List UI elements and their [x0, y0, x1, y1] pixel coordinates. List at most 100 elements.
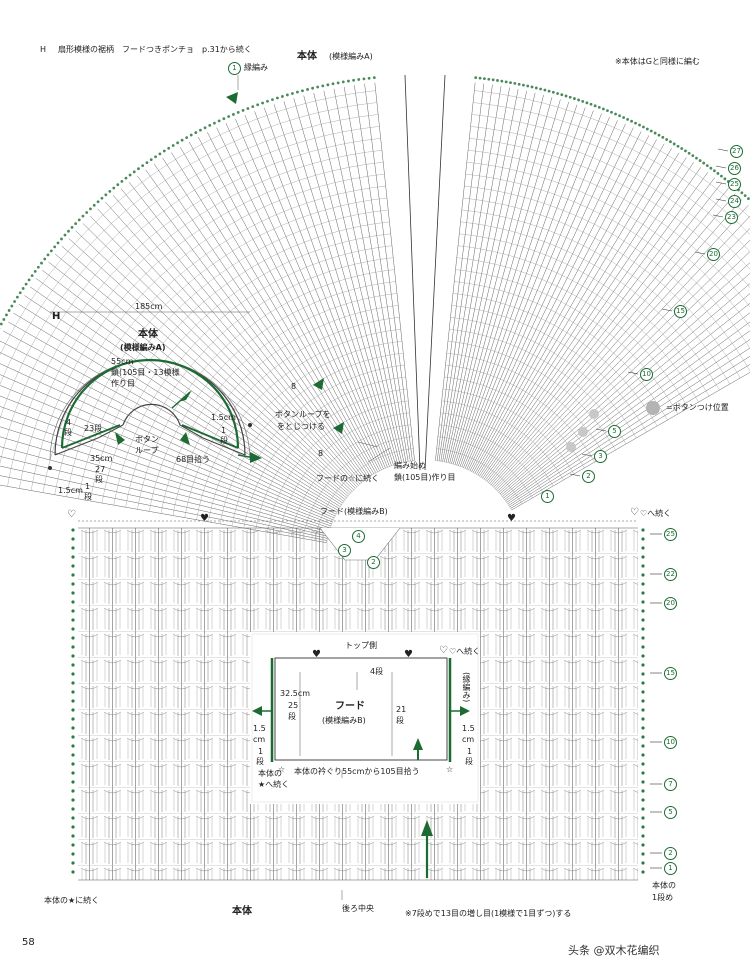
button-loop-2: ループ	[135, 446, 159, 455]
dim-15r: 1.5	[462, 724, 475, 733]
hood-row-25: 25	[664, 528, 677, 541]
bottom-label: 本体	[232, 906, 252, 917]
hood-row-5: 5	[664, 806, 677, 819]
header-title: 扇形模様の裾柄 フードつきポンチョ p.31から続く	[58, 45, 252, 54]
schematic-chain2: 作り目	[111, 379, 135, 388]
hood-note: ※7段めで13目の増し目(1模様で1目ずつ)する	[405, 909, 572, 918]
schematic-4: 4	[66, 418, 72, 427]
row-marker-25: 25	[728, 178, 741, 191]
fan-chart	[0, 74, 750, 543]
row-marker-1: 1	[541, 490, 554, 503]
num-8-b: 8	[318, 449, 324, 458]
row-marker-27: 27	[730, 145, 743, 158]
inner-heart-l: ♥	[312, 649, 321, 660]
button-loop-1: ボタン	[135, 435, 159, 444]
pick-label: 本体の衿ぐり55cmから105目拾う	[294, 767, 420, 776]
hood-row-1: 1	[664, 862, 677, 875]
body-label: 本体	[297, 51, 317, 62]
edge-label-vertical: (縁編み)	[462, 672, 471, 703]
row-marker-5: 5	[608, 425, 621, 438]
heart-right: ♥	[507, 513, 516, 524]
button-legend: =ボタンつけ位置	[666, 403, 729, 412]
row-marker-15: 15	[674, 305, 687, 318]
row-marker-20: 20	[707, 248, 720, 261]
schematic-pattern: (模様編みA)	[120, 343, 166, 352]
dim-15l: 1.5	[253, 724, 266, 733]
schematic-1a: 1	[85, 482, 91, 491]
page-number: 58	[22, 937, 35, 948]
schematic-55: 55cm	[111, 357, 134, 366]
hood-continue: ♡へ続く	[640, 509, 672, 518]
schematic-title: 本体	[138, 329, 158, 340]
watermark: 头条 @双木花编织	[568, 944, 660, 957]
start-label-1: 編み始め	[394, 461, 426, 470]
heart-outline-right: ♡	[630, 507, 639, 518]
row-marker-10: 10	[640, 368, 653, 381]
button-positions	[566, 401, 660, 452]
heart-left: ♥	[200, 513, 209, 524]
hood-row-2: 2	[664, 847, 677, 860]
schematic-35: 35cm	[90, 454, 113, 463]
dim-25: 25	[288, 701, 299, 710]
dim-15l-1: 1	[258, 747, 264, 756]
schematic-width: 185cm	[135, 302, 163, 311]
body-star2: ★へ続く	[258, 780, 290, 789]
inner-continue: ♡へ続く	[449, 647, 481, 656]
schematic-1ab: 段	[84, 492, 92, 501]
schematic-15b: 1.5cm	[211, 413, 236, 422]
heart-outline-left: ♡	[67, 509, 76, 520]
inner-heart-r: ♥	[404, 649, 413, 660]
dim-15l-cm: cm	[253, 735, 266, 744]
hood-marker-4: 4	[352, 530, 365, 543]
edge-label: 縁編み	[244, 63, 268, 72]
dim-25b: 段	[288, 712, 296, 721]
body-pattern: (模様編みA)	[329, 52, 373, 61]
row-marker-24: 24	[728, 195, 741, 208]
schematic-letter: H	[52, 311, 61, 322]
header-letter: H	[40, 45, 47, 54]
body-row1b: 1段め	[652, 893, 674, 902]
loop-label-1: ボタンループを	[275, 410, 331, 419]
start-label-2: 鎖(105目)作り目	[394, 473, 456, 482]
hood-chart	[71, 520, 645, 900]
rows-4: 4段	[370, 667, 384, 676]
schematic-shape	[48, 311, 262, 470]
dim-15r-1: 1	[467, 747, 473, 756]
hood-marker-3: 3	[338, 544, 351, 557]
schematic-chain: 鎖(105目・13模様	[111, 368, 180, 377]
dim-15r-b: 段	[465, 757, 473, 766]
inner-heart-outline: ♡	[439, 645, 448, 656]
schematic-27: 27	[95, 465, 106, 474]
hood-link: フードの☆に続く	[316, 474, 380, 483]
row-marker-26: 26	[728, 162, 741, 175]
star-right: ☆	[446, 765, 454, 774]
rows-21b: 段	[396, 716, 404, 725]
hood-row-7: 7	[664, 778, 677, 791]
top-side: トップ側	[345, 641, 377, 650]
hood-row-15: 15	[664, 667, 677, 680]
dim-15r-cm: cm	[462, 735, 475, 744]
schematic-68: 68目拾う	[176, 455, 211, 464]
hood-marker-2: 2	[367, 556, 380, 569]
loop-label-2: をとじつける	[277, 422, 325, 431]
num-8-a: 8	[291, 382, 297, 391]
row-marker-2: 2	[582, 470, 595, 483]
dim-15l-b: 段	[256, 757, 264, 766]
hood-title: フード(模様編みB)	[320, 507, 388, 516]
dim-325: 32.5cm	[280, 689, 311, 698]
schematic-15a: 1.5cm	[58, 486, 83, 495]
row-marker-3: 3	[594, 450, 607, 463]
row-marker-23: 23	[725, 211, 738, 224]
note-g: ※本体はGと同様に編む	[615, 57, 700, 66]
schematic-23: 23段	[84, 424, 103, 433]
star-left: ☆	[278, 765, 286, 774]
body-row1a: 本体の	[652, 881, 676, 890]
schematic-1b: 1	[221, 426, 227, 435]
row-marker-1-top: 1	[228, 62, 241, 75]
schematic-1bb: 段	[220, 436, 228, 445]
inner-pattern: (模様編みB)	[322, 716, 366, 725]
hood-row-22: 22	[664, 568, 677, 581]
body-star: 本体の	[258, 769, 282, 778]
hood-row-10: 10	[664, 736, 677, 749]
